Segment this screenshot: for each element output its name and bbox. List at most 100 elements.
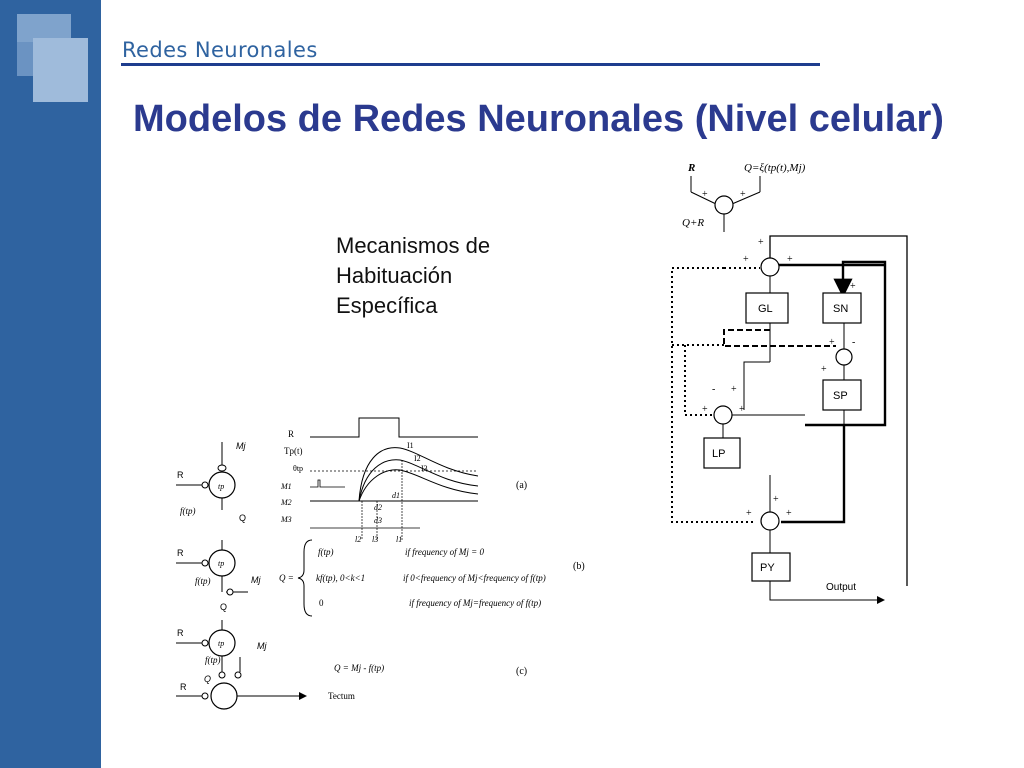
neuron-b-input-syn — [201, 559, 209, 567]
curve-i2 — [358, 459, 479, 502]
plus-sign: + — [821, 364, 827, 375]
case1-expr: f(tp) — [318, 547, 334, 557]
neuron-c-r2: R — [180, 682, 187, 692]
wire-output — [769, 581, 885, 604]
case3-expr: 0 — [319, 598, 324, 608]
plus-sign: + — [746, 508, 752, 519]
wire-q-left — [731, 191, 761, 205]
case3-cond: if frequency of Mj=frequency of f(tp) — [409, 598, 541, 608]
mechanism-line-3: Específica — [336, 293, 438, 318]
lp-label: LP — [712, 448, 725, 460]
neuron-c2-input-syn — [201, 692, 209, 700]
equation-c: Q = Mj - f(tp) — [334, 663, 384, 673]
slide-title: Modelos de Redes Neuronales (Nivel celul… — [133, 98, 944, 140]
neuron-c-q: Q — [204, 674, 211, 684]
py-box — [751, 552, 791, 582]
caption-a: (a) — [516, 480, 527, 491]
sidebar-band — [0, 0, 101, 768]
plot-tpt: Tp(t) — [284, 446, 303, 456]
label-l1: l1 — [396, 535, 402, 544]
feedback-loop-right — [769, 235, 908, 586]
neuron-b-q: Q — [220, 602, 227, 612]
wire-r-right — [690, 191, 717, 205]
mechanism-line-1: Mecanismos de — [336, 233, 491, 258]
sn-label: SN — [833, 303, 848, 315]
neuron-b-r: R — [177, 548, 184, 558]
mechanism-caption: Mecanismos de Habituación Específica — [336, 231, 490, 321]
decorative-square — [33, 38, 88, 102]
wire-dotted-lp — [684, 345, 713, 416]
label-d1: d1 — [392, 491, 400, 500]
neuron-b-ftp: f(tp) — [195, 576, 211, 586]
label-d2: d2 — [374, 503, 382, 512]
label-m1: M1 — [280, 482, 292, 491]
caption-b: (b) — [573, 561, 585, 572]
decorative-square — [17, 14, 71, 42]
neuron-a-input-syn — [201, 481, 209, 489]
plus-sign: + — [829, 337, 835, 348]
wire-sn-loop — [805, 265, 887, 427]
gl-box — [745, 292, 789, 324]
wire-gl-lpsum — [743, 361, 770, 410]
r-label: R — [687, 162, 695, 174]
output-label: Output — [826, 582, 856, 593]
neuron-a-ftp: f(tp) — [180, 506, 196, 516]
sp-box — [822, 379, 862, 411]
neuron-c-syn-1 — [218, 671, 226, 679]
py-label: PY — [760, 562, 775, 574]
plus-sign: + — [743, 254, 749, 265]
mj-label: Mj — [236, 441, 246, 451]
plus-sign: + — [702, 404, 708, 415]
minus-sign: - — [712, 384, 715, 395]
plus-sign: + — [740, 189, 746, 200]
plot-r: R — [288, 429, 294, 439]
label-d3: d3 — [374, 516, 382, 525]
neuron-c-mj: Mj — [257, 641, 267, 651]
neuron-c-r: R — [177, 628, 184, 638]
label-m2: M2 — [280, 498, 292, 507]
wire-dotted-qr — [671, 267, 755, 523]
mj-synapse — [217, 464, 227, 472]
gl-label: GL — [758, 303, 773, 315]
neuron-c-input-syn — [201, 639, 209, 647]
caption-c: (c) — [516, 666, 527, 677]
wire-sp-pysum — [781, 425, 846, 524]
neuron-c-syn-2 — [234, 671, 242, 679]
plot-theta: θtp — [293, 464, 303, 473]
section-title: Redes Neuronales — [122, 38, 318, 62]
plus-sign: + — [739, 404, 745, 415]
plus-sign: + — [773, 494, 779, 505]
m1-pulses — [310, 479, 345, 488]
case2-expr: kf(tp), 0<k<1 — [316, 573, 365, 583]
plus-sign: + — [702, 189, 708, 200]
label-l3: l3 — [372, 535, 378, 544]
wire-feed-sn — [833, 260, 887, 298]
brace — [297, 539, 313, 617]
neuron-a-tp: tp — [218, 482, 224, 491]
q-equals: Q = — [279, 573, 294, 583]
label-l2: l2 — [355, 535, 361, 544]
plus-sign: + — [787, 254, 793, 265]
label-i1: I1 — [407, 441, 414, 450]
plus-sign: + — [786, 508, 792, 519]
neuron-b-mj-syn — [226, 588, 234, 596]
neuron-a-r: R — [177, 470, 184, 480]
neuron-b-tp: tp — [218, 559, 224, 568]
q-formula: Q=ξ(tp(t),Mj) — [744, 162, 806, 174]
sn-box — [822, 292, 862, 324]
minus-sign: - — [852, 337, 855, 348]
tectum-neuron — [210, 682, 238, 710]
neuron-c-ftp: f(tp) — [205, 655, 221, 665]
label-m3: M3 — [280, 515, 292, 524]
label-i3: I3 — [421, 464, 428, 473]
wire-dashed-gl-sp — [723, 329, 836, 347]
plus-sign: + — [850, 281, 856, 292]
curve-i3 — [358, 469, 479, 502]
r-pulse — [310, 417, 478, 438]
tectum-label: Tectum — [328, 691, 355, 701]
title-underline — [121, 63, 820, 66]
plus-sign: + — [758, 237, 764, 248]
lp-box — [703, 437, 741, 469]
